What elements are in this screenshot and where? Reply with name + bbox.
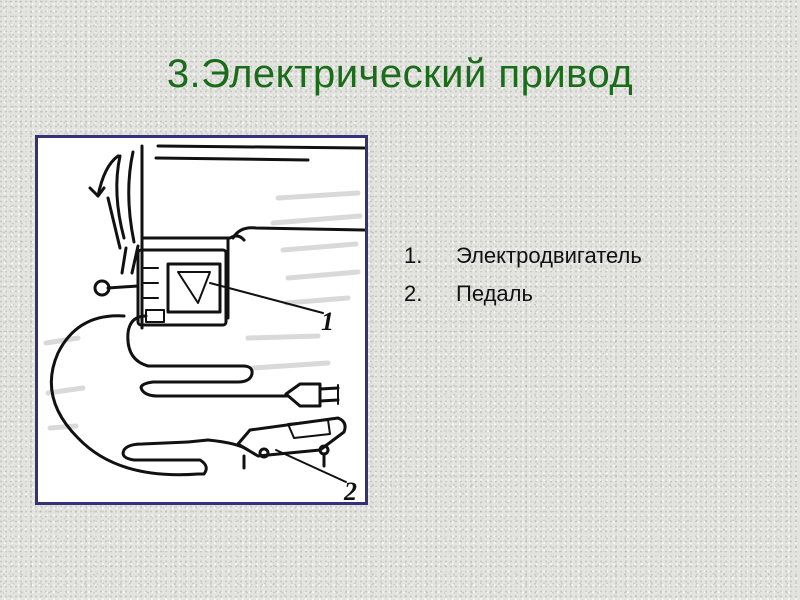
list-item-number: 2.: [404, 281, 423, 306]
list-item-number: 1.: [404, 243, 423, 268]
list-item: 1. Электродвигатель: [404, 243, 642, 281]
list-item-label: Электродвигатель: [456, 243, 642, 268]
foot-pedal: [236, 416, 347, 470]
power-cord: [126, 314, 290, 398]
parts-list: 1. Электродвигатель 2. Педаль: [404, 243, 642, 319]
list-item: 2. Педаль: [404, 281, 642, 319]
background-text-smudges: [43, 190, 363, 431]
handwheel: [88, 150, 140, 275]
sewing-machine-drive-figure: 1 2: [35, 135, 368, 505]
callout-2: 2: [275, 449, 357, 502]
callout-2-label: 2: [343, 477, 357, 502]
slide-title: 3.Электрический привод: [166, 52, 634, 96]
callout-1-label: 1: [321, 307, 334, 336]
power-plug-icon: [284, 382, 340, 408]
list-item-label: Педаль: [456, 281, 533, 306]
callout-1: 1: [209, 282, 334, 336]
sewing-machine-body: [140, 144, 365, 330]
electric-motor: [93, 248, 228, 327]
